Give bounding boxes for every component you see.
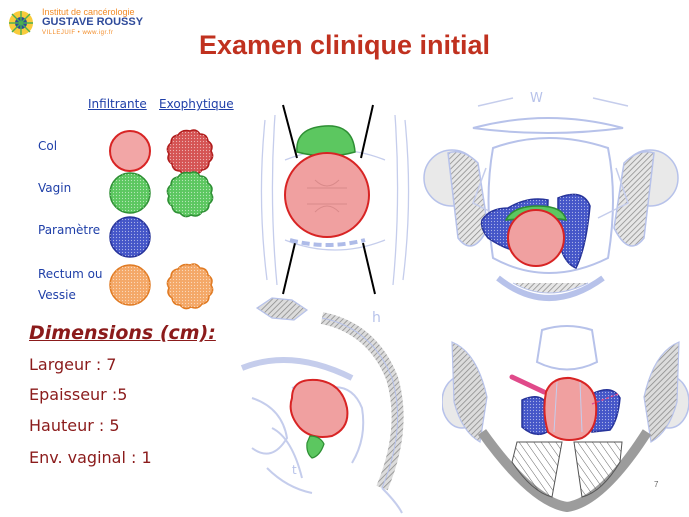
page-number: 7 — [654, 480, 659, 489]
dimension-env-vaginal: Env. vaginal : 1 — [29, 448, 152, 467]
legend-label-vessie: Vessie — [38, 288, 76, 302]
page-title: Examen clinique initial — [198, 30, 491, 60]
sagittal-cervix-lesion — [289, 378, 349, 438]
speculum-cervix-diagram — [260, 104, 410, 295]
logo-name-text: GUSTAVE ROUSSY — [42, 16, 144, 28]
legend-label-col: Col — [38, 139, 58, 153]
legend-swatches — [109, 129, 214, 310]
legend-header-infiltrante: Infiltrante — [88, 97, 147, 111]
dimension-largeur: Largeur : 7 — [29, 355, 117, 374]
logo-url-text: VILLEJUIF • www.igr.fr — [42, 30, 114, 36]
coronal-pelvis-diagram — [442, 325, 689, 513]
swatch-col-infiltrante — [109, 130, 151, 172]
swatch-col-exophytique — [166, 129, 214, 176]
dimensions-title: Dimensions (cm): — [29, 322, 216, 344]
swatch-vagin-infiltrante — [109, 172, 151, 214]
axial-pelvis-diagram: W — [423, 91, 679, 301]
cervix-lesion-shape — [284, 152, 370, 238]
sagittal-pelvis-diagram: h t — [240, 297, 404, 514]
axial-label-w: W — [530, 91, 543, 106]
sagittal-vagin-lesion — [306, 435, 325, 459]
sagittal-label-h: h — [372, 310, 381, 326]
swatch-vagin-exophytique — [166, 171, 214, 218]
swatch-parametre-infiltrante — [109, 216, 151, 258]
dimension-epaisseur: Epaisseur :5 — [29, 385, 128, 404]
coronal-cervix-lesion — [543, 376, 598, 441]
vagin-lesion-shape — [296, 125, 356, 157]
swatch-rectum-infiltrante — [109, 264, 151, 306]
legend-label-parametre: Paramètre — [38, 223, 101, 237]
sagittal-label-t: t — [292, 463, 297, 477]
legend-label-vagin: Vagin — [38, 181, 72, 195]
legend-header-exophytique: Exophytique — [159, 97, 234, 111]
legend-label-rectum: Rectum ou — [38, 267, 103, 281]
logo-institut-text: Institut de cancérologie — [42, 7, 135, 17]
dimension-hauteur: Hauteur : 5 — [29, 416, 120, 435]
axial-cervix-lesion — [507, 209, 565, 267]
gustave-roussy-logo — [9, 11, 33, 35]
swatch-rectum-exophytique — [166, 263, 214, 310]
coronal-vessie-extension — [509, 374, 547, 395]
